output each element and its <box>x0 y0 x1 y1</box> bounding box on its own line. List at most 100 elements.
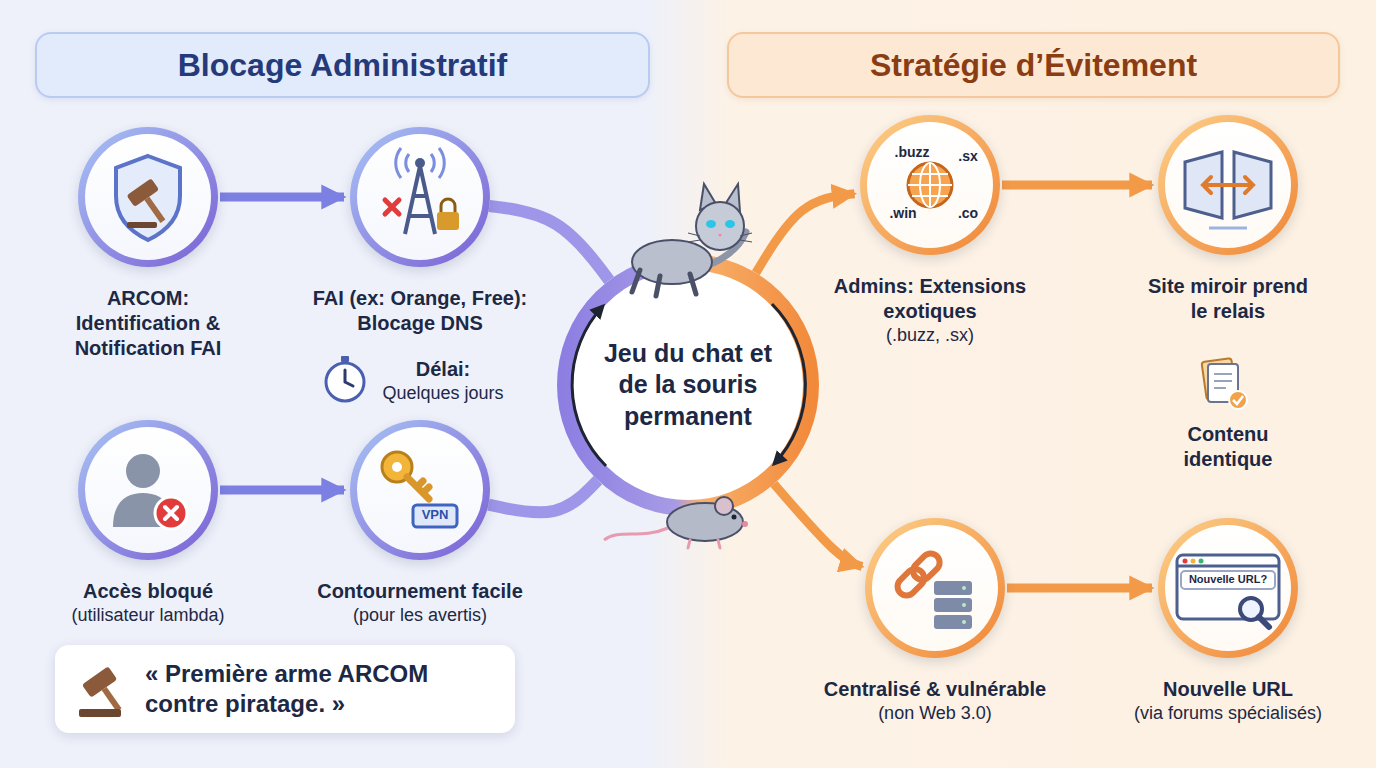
decor-circle <box>732 515 737 520</box>
decor-rect <box>127 178 160 207</box>
decor-rect <box>934 581 972 595</box>
flow-connector <box>1007 584 1152 593</box>
decor-path <box>908 163 952 207</box>
node-icon <box>85 427 211 553</box>
node-title: Jeu du chat et de la souris permanent <box>593 338 783 432</box>
decor-path <box>116 156 180 240</box>
step-circle: ARCOM: Identification & Notification FAI <box>78 127 218 267</box>
flow-connector <box>220 486 344 495</box>
step-circle: Site miroir prend le relais <box>1158 115 1298 255</box>
center-ring <box>565 262 811 508</box>
node-title: Contournement facile <box>290 579 550 604</box>
decor-path <box>718 234 722 237</box>
caption-block: ARCOM: Identification & Notification FAI <box>48 286 248 361</box>
decor-g <box>127 178 176 230</box>
node-icon <box>1165 525 1291 651</box>
decor-rect <box>102 687 122 712</box>
caption-block: Accès bloqué(utilisateur lambda) <box>28 579 268 627</box>
flow-connector <box>220 193 344 202</box>
decor-rect <box>341 356 349 362</box>
section-header: Blocage Administratif <box>35 32 650 98</box>
decor-path <box>407 477 429 499</box>
node-subtitle: (pour les avertis) <box>290 604 550 627</box>
cat-illustration <box>632 184 752 296</box>
decor-circle <box>742 521 748 527</box>
decor-rect <box>413 505 457 527</box>
decor-path <box>405 166 435 234</box>
decor-circle <box>962 603 966 607</box>
node-title: FAI (ex: Orange, Free): Blocage DNS <box>295 286 545 336</box>
caption-block: Nouvelle URL(via forums spécialisés) <box>1098 677 1358 725</box>
step-circle: Admins: Extensions exotiques(.buzz, .sx) <box>860 115 1000 255</box>
decor-circle <box>908 163 952 207</box>
decor-circle <box>126 454 160 488</box>
node-subtitle: (utilisateur lambda) <box>28 604 268 627</box>
decor-g <box>894 550 943 599</box>
node-title: Admins: Extensions exotiques <box>823 274 1038 324</box>
node-title: Nouvelle URL <box>1098 677 1358 702</box>
vpn-tag: VPN <box>422 507 449 523</box>
decor-path <box>1259 617 1269 627</box>
decor-circle <box>1183 559 1188 564</box>
decor-circle <box>392 462 402 472</box>
caption-block: Centralisé & vulnérable(non Web 3.0) <box>805 677 1065 725</box>
caption-block: Contournement facile(pour les avertis) <box>290 579 550 627</box>
decor-rect <box>1181 571 1275 589</box>
quote-box: « Première arme ARCOM contre piratage. » <box>55 645 515 733</box>
node-title: « Première arme ARCOM contre piratage. » <box>145 659 495 719</box>
clock-icon <box>326 356 364 401</box>
decor-path <box>1214 374 1232 388</box>
flow-connector <box>774 484 862 567</box>
node-icon <box>85 134 211 260</box>
flow-connector <box>1002 181 1152 190</box>
decor-rect <box>79 709 121 717</box>
domain-extension: .win <box>889 205 916 223</box>
mouse-illustration <box>604 497 748 548</box>
document-icon <box>1202 358 1247 409</box>
domain-extension: .co <box>958 205 978 223</box>
decor-ellipse <box>706 220 716 228</box>
decor-path <box>1177 565 1279 568</box>
decor-path <box>688 233 752 242</box>
decor-rect <box>909 550 943 584</box>
node-icon <box>867 122 993 248</box>
decor-path <box>396 148 445 178</box>
caption-block: Admins: Extensions exotiques(.buzz, .sx) <box>823 274 1038 347</box>
decor-rect <box>82 666 117 697</box>
decor-path <box>1203 177 1253 193</box>
step-circle: Centralisé & vulnérable(non Web 3.0) <box>865 518 1005 658</box>
decor-circle <box>962 620 966 624</box>
gavel-icon <box>73 661 129 717</box>
decor-circle <box>415 158 425 168</box>
node-icon <box>872 525 998 651</box>
node-title: Site miroir prend le relais <box>1143 274 1313 324</box>
decor-circle <box>326 363 364 401</box>
cycle-arrow <box>572 306 606 466</box>
cycle-arrow <box>772 304 805 464</box>
step-circle: Accès bloqué(utilisateur lambda) <box>78 420 218 560</box>
decor-circle <box>962 586 966 590</box>
section-header: Stratégie d’Évitement <box>727 32 1340 98</box>
caption-block: Site miroir prend le relais <box>1143 274 1313 324</box>
decor-path <box>1209 227 1247 230</box>
text-block: « Première arme ARCOM contre piratage. » <box>145 659 495 719</box>
flow-connector <box>489 206 609 280</box>
decor-path <box>165 507 177 519</box>
decor-rect <box>437 212 459 230</box>
decor-rect <box>934 598 972 612</box>
domain-extension: .sx <box>958 148 977 166</box>
decor-circle <box>1229 391 1247 409</box>
decor-ellipse <box>725 220 735 228</box>
decor-rect <box>934 615 972 629</box>
decor-rect <box>127 222 157 228</box>
decor-circle <box>1199 559 1204 564</box>
decor-path <box>441 199 455 212</box>
flow-connector <box>488 480 597 512</box>
node-subtitle: (via forums spécialisés) <box>1098 702 1358 725</box>
domain-extension: .buzz <box>895 144 930 162</box>
step-circle: Nouvelle URL(via forums spécialisés) <box>1158 518 1298 658</box>
text-block: Blocage Administratif <box>178 45 508 85</box>
decor-ellipse <box>632 240 712 284</box>
decor-rect <box>1177 555 1279 619</box>
decor-circle <box>696 202 744 250</box>
